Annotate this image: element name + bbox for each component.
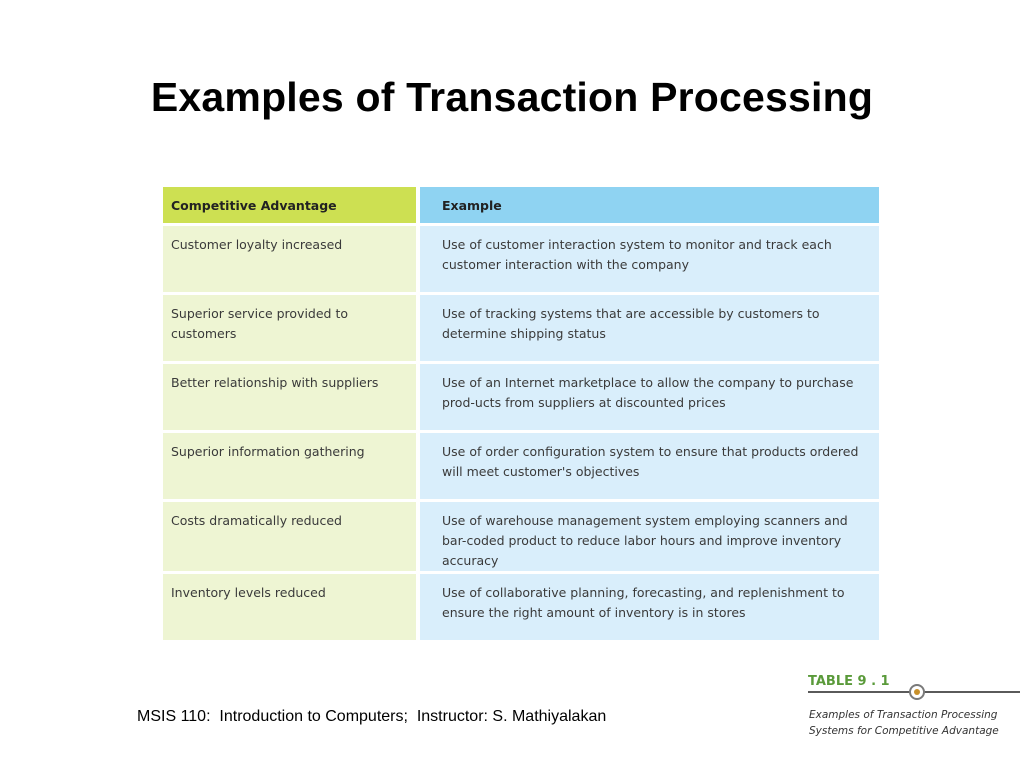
advantage-cell: Superior service provided to customers xyxy=(163,295,420,364)
column-header-example: Example xyxy=(420,187,879,226)
example-cell: Use of customer interaction system to mo… xyxy=(420,226,879,295)
table-row: Inventory levels reduced Use of collabor… xyxy=(163,574,879,640)
advantage-cell: Customer loyalty increased xyxy=(163,226,420,295)
example-cell: Use of an Internet marketplace to allow … xyxy=(420,364,879,433)
example-cell: Use of collaborative planning, forecasti… xyxy=(420,574,879,640)
table-row: Costs dramatically reduced Use of wareho… xyxy=(163,502,879,574)
transaction-examples-table: Competitive Advantage Example Customer l… xyxy=(163,187,879,640)
table-caption: Examples of Transaction Processing Syste… xyxy=(809,709,999,737)
example-cell: Use of tracking systems that are accessi… xyxy=(420,295,879,364)
column-header-competitive-advantage: Competitive Advantage xyxy=(163,187,420,226)
table-row: Better relationship with suppliers Use o… xyxy=(163,364,879,433)
table-row: Customer loyalty increased Use of custom… xyxy=(163,226,879,295)
advantage-cell: Inventory levels reduced xyxy=(163,574,420,640)
example-cell: Use of order configuration system to ens… xyxy=(420,433,879,502)
table-row: Superior information gathering Use of or… xyxy=(163,433,879,502)
advantage-cell: Superior information gathering xyxy=(163,433,420,502)
advantage-cell: Costs dramatically reduced xyxy=(163,502,420,574)
transaction-examples-table-container: Competitive Advantage Example Customer l… xyxy=(163,187,879,640)
table-header-row: Competitive Advantage Example xyxy=(163,187,879,226)
slide-footer: MSIS 110: Introduction to Computers; Ins… xyxy=(137,708,607,725)
table-reference-badge: TABLE 9 . 1 Examples of Transaction Proc… xyxy=(808,672,1020,762)
advantage-cell: Better relationship with suppliers xyxy=(163,364,420,433)
page-title: Examples of Transaction Processing xyxy=(150,74,874,120)
table-number-label: TABLE 9 . 1 xyxy=(808,674,890,689)
example-cell: Use of warehouse management system emplo… xyxy=(420,502,879,574)
badge-marker-icon xyxy=(909,684,925,700)
table-row: Superior service provided to customers U… xyxy=(163,295,879,364)
